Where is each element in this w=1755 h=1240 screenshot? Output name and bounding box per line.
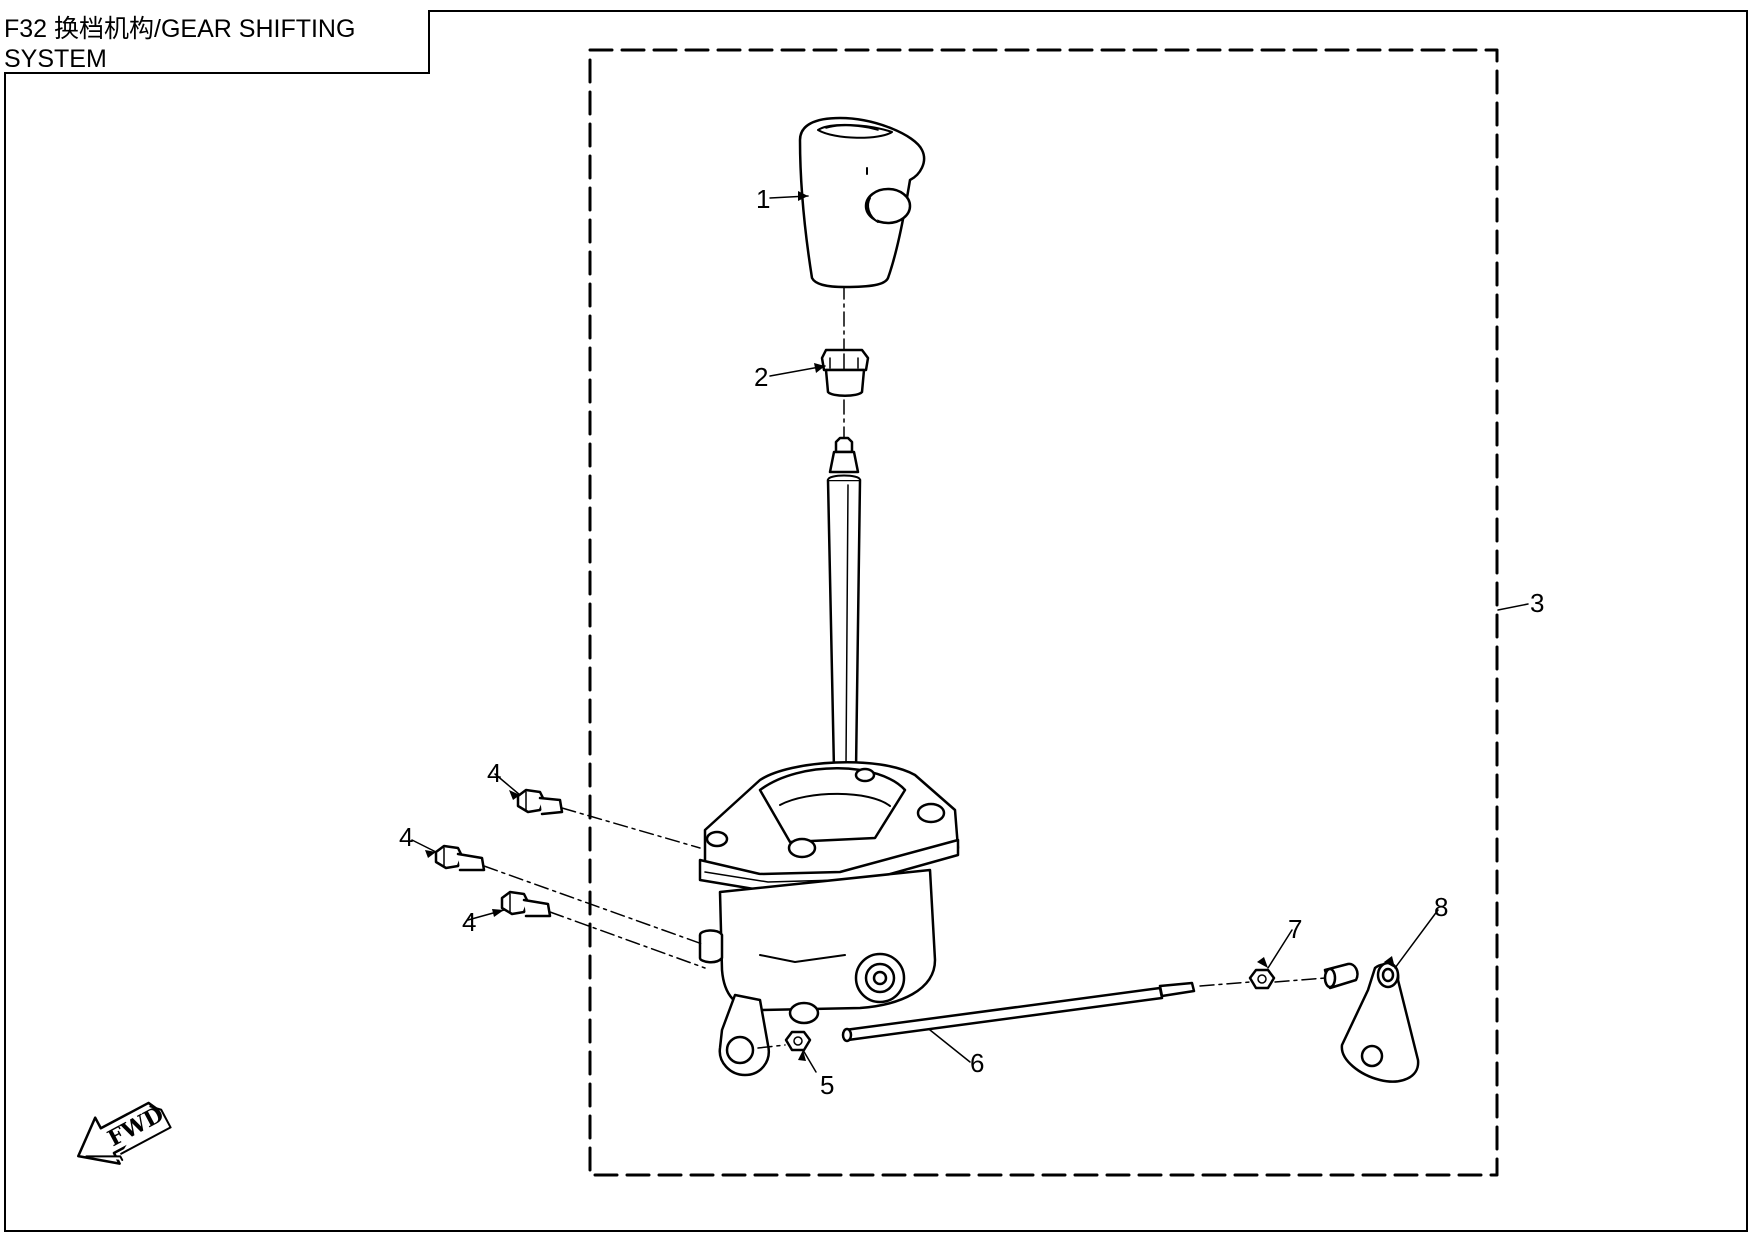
callout-5: 5 <box>820 1070 834 1100</box>
leader-arrowheads <box>425 191 1395 1061</box>
callout-7: 7 <box>1288 914 1302 944</box>
flange-bolt-1 <box>516 788 564 816</box>
shift-rod <box>841 981 1196 1043</box>
shift-arm <box>1323 961 1420 1083</box>
callout-6: 6 <box>970 1048 984 1078</box>
callout-3: 3 <box>1530 588 1544 618</box>
callout-8: 8 <box>1434 892 1448 922</box>
forward-arrow-icon: FWD <box>77 1101 172 1165</box>
hex-nut-adapter <box>820 348 870 397</box>
callout-1: 1 <box>756 184 770 214</box>
callout-4c: 4 <box>462 907 476 937</box>
lock-nut-5 <box>784 1030 812 1052</box>
flange-bolt-3 <box>500 890 552 918</box>
shifter-housing <box>698 761 960 1077</box>
bolt-center-lines <box>483 807 1326 1049</box>
shift-knob <box>798 116 926 289</box>
shift-lever-shaft <box>826 436 862 772</box>
callout-2: 2 <box>754 362 768 392</box>
leader-lines <box>411 195 1529 1073</box>
callout-4b: 4 <box>399 822 413 852</box>
drawing-frame <box>4 10 1748 1232</box>
assembly-boundary-dashed <box>588 48 1499 1177</box>
page-title: F32 换档机构/GEAR SHIFTING SYSTEM <box>4 10 430 74</box>
callout-4a: 4 <box>487 758 501 788</box>
flange-bolt-2 <box>434 844 486 872</box>
lock-nut-7 <box>1248 968 1276 990</box>
